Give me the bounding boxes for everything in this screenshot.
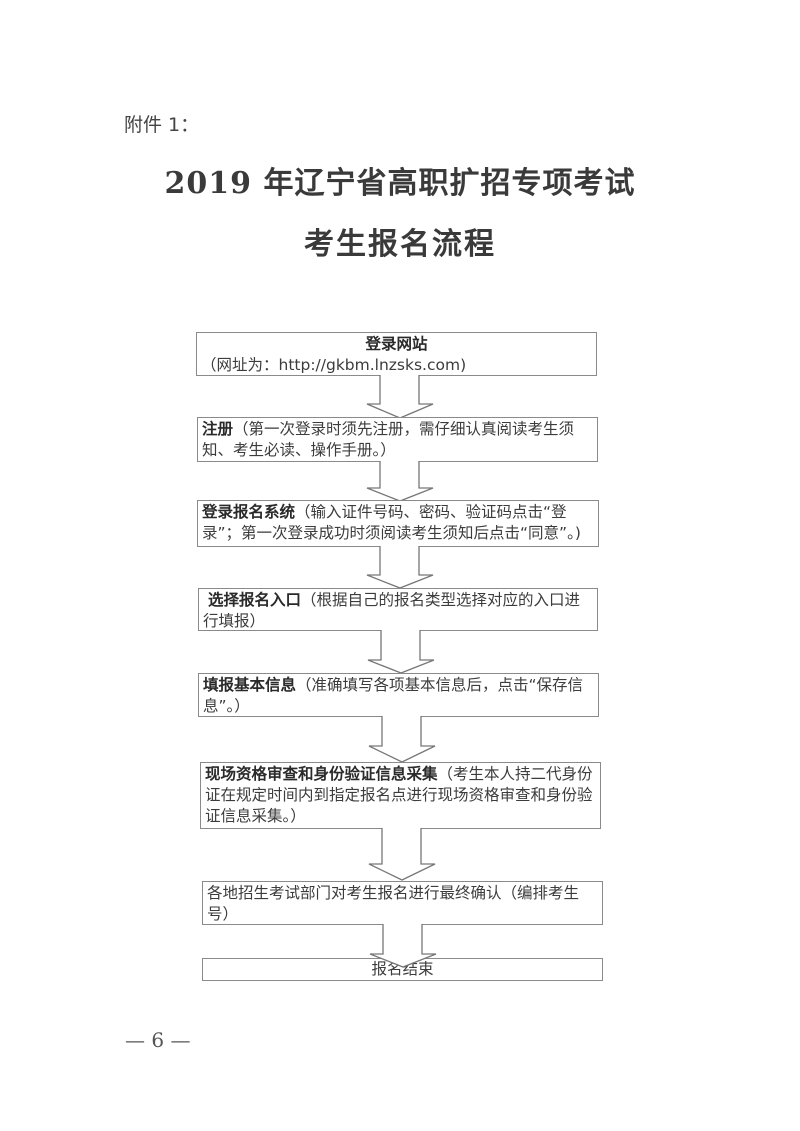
down-arrow-icon <box>368 828 436 881</box>
flow-step-fill-basic-info: 填报基本信息（准确填写各项基本信息后，点击“保存信息”。） <box>198 673 599 717</box>
flow-step-final-confirmation: 各地招生考试部门对考生报名进行最终确认（编排考生号） <box>202 881 603 925</box>
flow-step-login-website: 登录网站 （网址为：http://gkbm.lnzsks.com) <box>196 332 597 376</box>
flow-step-onsite-verification: 现场资格审查和身份验证信息采集（考生本人持二代身份证在规定时间内到指定报名点进行… <box>200 762 601 829</box>
document-title: 2019 年辽宁省高职扩招专项考试 <box>164 166 636 201</box>
down-arrow-icon <box>366 546 434 589</box>
step-title: 登录网站 <box>365 335 428 353</box>
step-detail: （网址为：http://gkbm.lnzsks.com) <box>201 356 467 374</box>
step-detail: （输入证件号码、密码、验证码点击“登录”；第一次登录成功时须阅读考生须知后点击“… <box>202 503 581 542</box>
attachment-label: 附件 1： <box>124 114 200 136</box>
down-arrow-icon <box>368 716 436 763</box>
step-detail: （考生本人持二代身份证在规定时间内到指定报名点进行现场资格审查和身份验证信息采集… <box>205 765 593 825</box>
step-title: 填报基本信息 <box>203 676 297 694</box>
step-title: 选择报名入口 <box>207 591 301 609</box>
down-arrow-icon <box>367 630 435 674</box>
step-title: 注册 <box>202 420 234 438</box>
page-number: — 6 — <box>125 1028 191 1052</box>
step-detail: （准确填写各项基本信息后，点击“保存信息”。） <box>203 676 584 715</box>
document-subtitle: 考生报名流程 <box>304 227 496 262</box>
flow-step-login-system: 登录报名系统（输入证件号码、密码、验证码点击“登录”；第一次登录成功时须阅读考生… <box>197 500 599 547</box>
flow-step-register: 注册（第一次登录时须先注册，需仔细认真阅读考生须知、考生必读、操作手册。） <box>197 417 598 462</box>
step-title: 登录报名系统 <box>202 503 296 521</box>
step-detail: （根据自己的报名类型选择对应的入口进行填报） <box>203 591 580 630</box>
step-detail: 各地招生考试部门对考生报名进行最终确认（编排考生号） <box>207 884 580 923</box>
step-detail: 报名结束 <box>371 960 434 978</box>
flow-step-select-entry: 选择报名入口（根据自己的报名类型选择对应的入口进行填报） <box>198 588 598 631</box>
down-arrow-icon <box>366 461 434 502</box>
down-arrow-icon <box>369 924 437 968</box>
step-detail: （第一次登录时须先注册，需仔细认真阅读考生须知、考生必读、操作手册。） <box>202 420 575 459</box>
step-title: 现场资格审查和身份验证信息采集 <box>205 765 438 783</box>
down-arrow-icon <box>366 375 434 419</box>
